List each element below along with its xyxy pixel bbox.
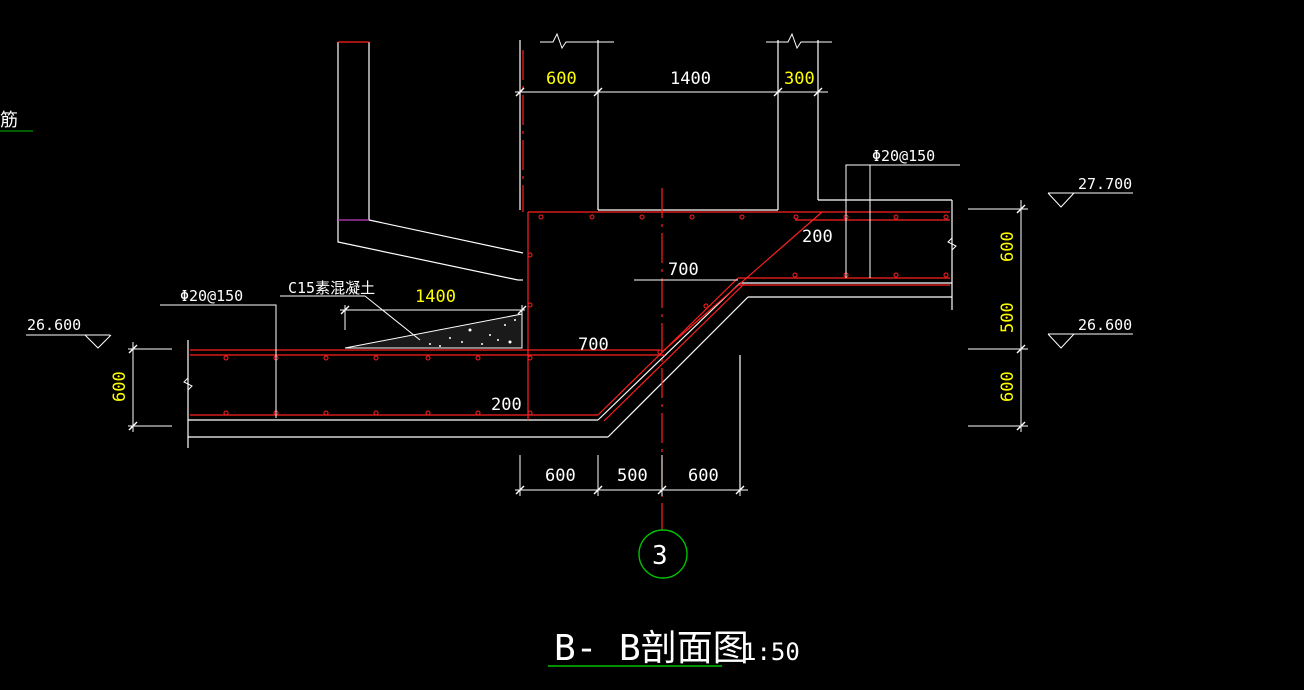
fill-material-label: C15素混凝土 — [288, 279, 375, 297]
axis-bubble — [638, 529, 688, 579]
rebar-dots — [223, 214, 949, 416]
dim-haunch-upper: 200 — [802, 227, 833, 247]
elevation-right-top: 27.700 — [1078, 175, 1132, 193]
dimension-ticks — [128, 87, 1026, 495]
dim-top-2: 1400 — [670, 69, 711, 89]
c15-fill-hatch — [429, 319, 516, 347]
left-fragment-text: 筋 — [0, 110, 18, 131]
dim-top-1: 600 — [546, 69, 577, 89]
elevation-right-bottom: 26.600 — [1078, 316, 1132, 334]
break-symbol-top-left — [540, 32, 614, 50]
break-symbol-right — [947, 237, 957, 251]
elevation-left: 26.600 — [27, 316, 81, 334]
drawing-scale: 1:50 — [742, 638, 800, 666]
dim-lap-lower: 700 — [578, 335, 609, 355]
dim-haunch-lower: 200 — [491, 395, 522, 415]
dim-right-2: 500 — [998, 302, 1018, 333]
c15-fill-wedge — [344, 313, 523, 349]
dimension-lines — [26, 85, 1133, 496]
drawing-title: B- B剖面图 — [554, 628, 749, 669]
structure-outline — [187, 40, 953, 492]
dim-bottom-1: 600 — [545, 466, 576, 486]
dim-top-3: 300 — [784, 69, 815, 89]
break-symbol-top-right — [766, 32, 832, 50]
wall-outline — [337, 42, 524, 281]
dim-left-1: 600 — [110, 371, 130, 402]
break-symbol-left — [183, 377, 193, 391]
rebar-lines — [190, 50, 950, 530]
rebar-label-right: Φ20@150 — [872, 147, 935, 165]
dim-right-1: 600 — [998, 231, 1018, 262]
dim-fill-width: 1400 — [415, 287, 456, 307]
dim-lap-upper: 700 — [668, 260, 699, 280]
rebar-label-left: Φ20@150 — [180, 287, 243, 305]
dim-bottom-2: 500 — [617, 466, 648, 486]
axis-bubble-label: 3 — [652, 541, 668, 571]
dim-right-3: 600 — [998, 371, 1018, 402]
dim-bottom-3: 600 — [688, 466, 719, 486]
